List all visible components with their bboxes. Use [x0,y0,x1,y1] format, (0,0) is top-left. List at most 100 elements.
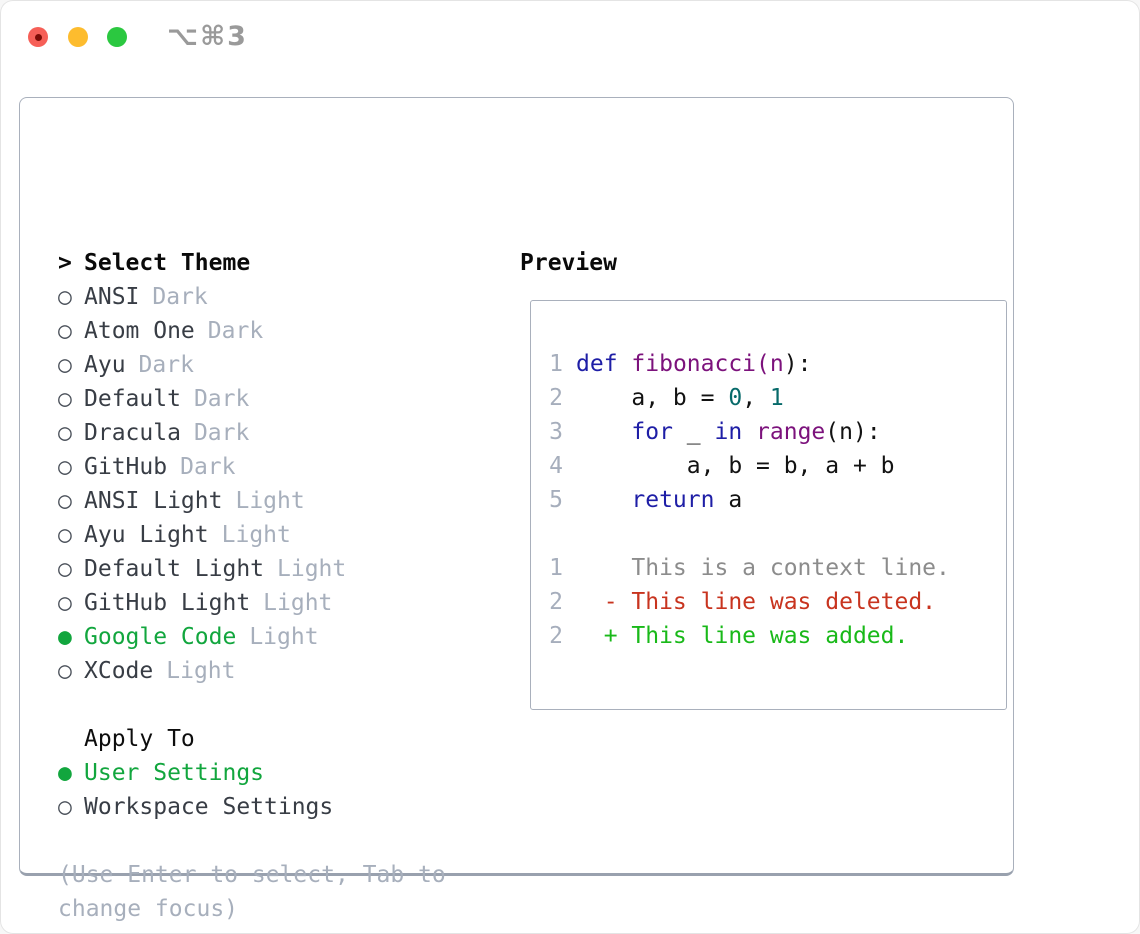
theme-option[interactable]: ○ GitHub Dark [58,450,446,484]
code-token: def [576,351,618,377]
theme-option-tag: Light [249,624,319,650]
theme-option[interactable]: ○ Dracula Dark [58,416,446,450]
theme-option-name: Default [84,386,181,412]
theme-option-tag: Light [221,522,291,548]
code-token [576,483,631,517]
code-token [742,415,756,449]
radio-unselected-icon: ○ [58,488,72,514]
code-line: 3 for _ in range(n): [547,415,1006,449]
theme-option-tag: Light [235,488,305,514]
radio-unselected-icon: ○ [58,386,72,412]
code-line [547,517,1006,551]
theme-option-tag: Light [277,556,347,582]
line-number: 1 [549,351,563,377]
theme-option-tag: Dark [138,352,194,378]
theme-option-name: Dracula [84,420,181,446]
hint-text: (Use Enter to select, Tab to change focu… [58,858,446,926]
line-number: 5 [549,487,563,513]
theme-option-name: GitHub Light [84,590,251,616]
code-token: , [742,385,770,411]
theme-list-header: > Select Theme [58,246,446,280]
code-token: 0 [728,385,743,411]
line-number: 2 [549,385,563,411]
radio-selected-icon: ● [58,624,72,650]
radio-unselected-icon: ○ [58,522,72,548]
radio-unselected-icon: ○ [58,318,72,344]
code-token [618,347,632,381]
code-token: fibonacci(n [631,351,784,377]
code-line: 2 - This line was deleted. [547,585,1006,619]
spacer-row [58,824,446,858]
theme-option-name: Atom One [84,318,195,344]
theme-option-tag: Dark [193,420,250,446]
theme-option[interactable]: ○ Ayu Dark [58,348,446,382]
radio-unselected-icon: ○ [58,284,72,310]
hint-line-2: change focus) [58,896,239,922]
code-token: a, b = b, a + b [576,453,895,479]
theme-option[interactable]: ○ Ayu Light Light [58,518,446,552]
radio-unselected-icon: ○ [58,556,72,582]
apply-to-list: ● User Settings ○Workspace Settings [58,756,446,824]
theme-option-tag: Light [166,658,236,684]
cursor-icon: > [58,250,72,276]
line-number: 2 [549,589,563,615]
code-token: 1 [769,385,784,411]
theme-option-name: ANSI Light [84,488,223,514]
radio-unselected-icon: ○ [58,658,72,684]
code-token: in [714,419,743,445]
code-token: _ [672,419,715,445]
theme-option[interactable]: ● Google Code Light [58,620,446,654]
code-token: (n): [825,419,881,445]
radio-unselected-icon: ○ [58,454,72,480]
theme-option-tag: Dark [180,454,236,480]
code-token: a, b = [576,385,729,411]
code-line: 5 return a [547,483,1006,517]
code-line: 2 a, b = 0, 1 [547,381,1006,415]
close-button[interactable] [28,27,48,47]
code-token: This is a context line. [576,555,950,581]
theme-option-name: Default Light [84,556,265,582]
theme-option-name: GitHub [84,454,168,480]
theme-option-tag: Light [263,590,333,616]
code-token: ): [783,351,812,377]
theme-option-tag: Dark [207,318,264,344]
theme-option-name: Ayu Light [84,522,209,548]
unsaved-changes-dot-icon [34,33,42,41]
apply-to-option-name: User Settings [84,760,265,786]
theme-option[interactable]: ○ ANSI Light Light [58,484,446,518]
line-number [547,517,563,551]
theme-option[interactable]: ○ GitHub Light Light [58,586,446,620]
radio-unselected-icon: ○ [58,590,72,616]
code-token: range [756,419,826,445]
code-token: for [631,419,673,445]
radio-unselected-icon: ○ [58,420,72,446]
line-number: 1 [549,555,563,581]
zoom-button[interactable] [107,27,127,47]
apply-to-option[interactable]: ● User Settings [58,756,446,790]
theme-option[interactable]: ○ Atom One Dark [58,314,446,348]
theme-option-tag: Dark [152,284,208,310]
line-number: 3 [549,419,563,445]
code-token: a [714,487,743,513]
preview-title: Preview [520,250,617,276]
theme-option-name: Google Code [84,624,237,650]
line-number: 2 [549,623,563,649]
spacer-row [58,688,446,722]
minimize-button[interactable] [68,27,88,47]
theme-option-name: Ayu [84,352,126,378]
apply-to-option[interactable]: ○Workspace Settings [58,790,446,824]
hint-line-1: (Use Enter to select, Tab to [58,862,446,888]
radio-unselected-icon: ○ [58,352,72,378]
theme-option[interactable]: ○ Default Light Light [58,552,446,586]
code-line: 1 This is a context line. [547,551,1006,585]
radio-selected-icon: ● [58,760,72,786]
